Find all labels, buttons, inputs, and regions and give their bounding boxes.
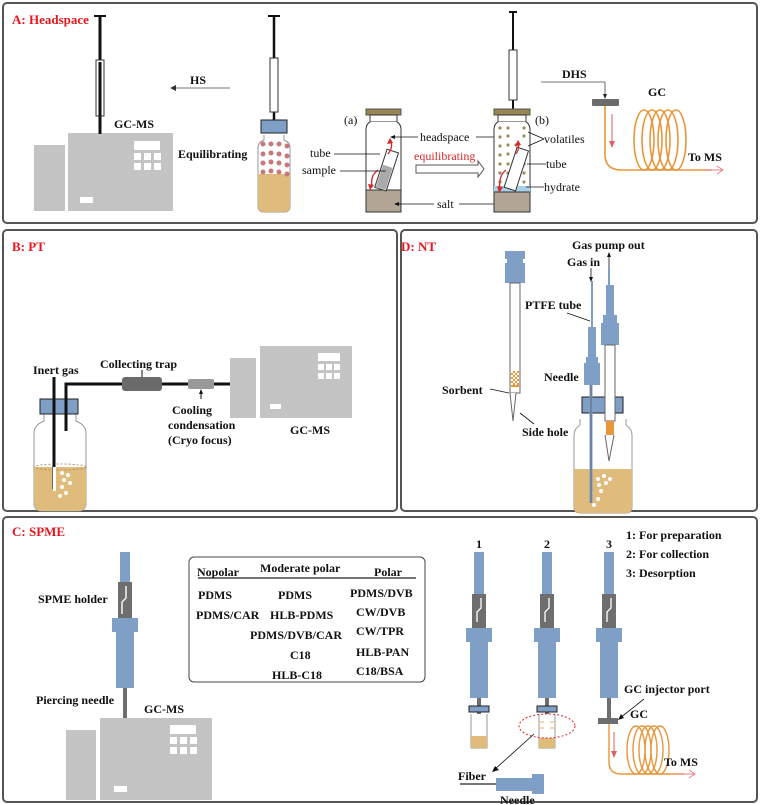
cooling-label-1: Cooling: [172, 403, 212, 417]
gc-label: GC: [648, 85, 666, 99]
hs-arrowhead-icon: [170, 85, 176, 91]
syringe-icon: [94, 15, 106, 134]
collecting-trap-label: Collecting trap: [100, 357, 177, 371]
salt-label: salt: [437, 197, 454, 211]
headspace-diagram: GC-MS HS Equilibrating: [34, 11, 724, 213]
spme-step-2-icon: [518, 552, 576, 749]
ptfe-tube-label: PTFE tube: [525, 298, 582, 312]
gc-injector-port-label: GC injector port: [624, 682, 710, 696]
collecting-trap-icon: [122, 377, 162, 391]
tube-label-left: tube: [310, 146, 331, 160]
gas-in-needle: [584, 281, 600, 503]
gas-pump-out-label: Gas pump out: [572, 238, 645, 252]
vial-b: [493, 11, 531, 213]
nt-vial: [573, 396, 633, 514]
fiber-label: Fiber: [458, 769, 487, 783]
to-ms-label: To MS: [664, 755, 698, 769]
sorbent-label: Sorbent: [442, 383, 483, 397]
panel-c-spme: C: SPME SPME holder Piercing needle GC-M…: [2, 516, 758, 805]
purge-trap-diagram: Inert gas Collecting trap Cooling conden…: [33, 346, 352, 512]
panel-a-title: A: Headspace: [12, 12, 89, 27]
purge-vial: [33, 377, 87, 512]
dhs-injector-icon: [592, 99, 619, 106]
piercing-needle-label: Piercing needle: [36, 693, 115, 707]
gcms-label: GC-MS: [114, 117, 154, 131]
table-header-nopolar: Nopolar: [197, 565, 240, 579]
cooling-trap-icon: [188, 379, 214, 389]
panel-b-pt: B: PT Inert gas Collecting trap Cooling …: [2, 229, 398, 512]
spme-step-3-icon: [596, 552, 622, 724]
step-3-number: 3: [606, 537, 612, 551]
polar-item: C18/BSA: [356, 664, 404, 678]
gas-in-label: Gas in: [567, 255, 600, 269]
gc-column-coil-icon: [604, 106, 712, 171]
spme-holder-label: SPME holder: [38, 592, 108, 606]
hydrate-label: hydrate: [544, 180, 580, 194]
legend-1: 1: For preparation: [626, 528, 722, 542]
needle-trap-diagram: Sorbent Side hole: [442, 238, 645, 514]
legend-2: 2: For collection: [626, 547, 709, 561]
tube-label-right: tube: [546, 157, 567, 171]
vial-a-label: (a): [344, 113, 357, 127]
fiber-needle-detail-icon: [460, 774, 544, 794]
step-1-number: 1: [476, 537, 482, 551]
gcms-instrument: [66, 718, 212, 800]
nopolar-item: PDMS: [198, 588, 232, 602]
nopolar-item: PDMS/CAR: [196, 608, 260, 622]
gcms-instrument: [230, 346, 352, 418]
moderate-item: PDMS: [278, 588, 312, 602]
panel-b-title: B: PT: [12, 239, 45, 254]
panel-c-title: C: SPME: [12, 524, 66, 539]
needle-trap-icon: [505, 251, 525, 422]
cooling-label-2: condensation: [168, 418, 236, 432]
polar-item: PDMS/DVB: [350, 586, 413, 600]
needle-label: Needle: [500, 793, 535, 805]
moderate-item: PDMS/DVB/CAR: [250, 628, 342, 642]
table-header-polar: Polar: [374, 565, 403, 579]
side-hole-label: Side hole: [522, 425, 569, 439]
hs-label: HS: [190, 73, 206, 87]
vial-a: [365, 108, 402, 213]
headspace-label: headspace: [420, 130, 469, 144]
spme-step-1-icon: [466, 552, 492, 749]
step-2-number: 2: [544, 537, 550, 551]
inert-gas-label: Inert gas: [33, 363, 79, 377]
cooling-label-3: (Cryo focus): [168, 433, 232, 447]
moderate-item: C18: [290, 648, 311, 662]
polar-item: HLB-PAN: [356, 645, 409, 659]
equilibrating-arrow-icon: [415, 159, 485, 179]
fiber-coating-table: Nopolar Moderate polar Polar PDMS PDMS/C…: [188, 556, 426, 683]
gcms-label: GC-MS: [144, 702, 184, 716]
panel-d-nt: D: NT Sorbent Side hole: [400, 229, 758, 514]
gas-out-needle-trap: [601, 267, 619, 462]
spme-diagram: SPME holder Piercing needle GC-MS Nopola…: [36, 528, 722, 805]
table-header-moderate: Moderate polar: [260, 561, 341, 575]
vial-b-label: (b): [535, 113, 549, 127]
polar-item: CW/TPR: [356, 624, 404, 638]
panel-d-title: D: NT: [401, 239, 437, 254]
moderate-item: HLB-PDMS: [270, 608, 334, 622]
needle-label: Needle: [544, 370, 579, 384]
equilibrating-arrow-label: equilibrating: [414, 149, 475, 163]
dhs-label: DHS: [562, 67, 587, 81]
transfer-line: [64, 382, 230, 386]
to-ms-label: To MS: [688, 150, 722, 164]
gcms-instrument: [34, 133, 173, 211]
gc-label: GC: [630, 707, 648, 721]
sample-label: sample: [302, 163, 336, 177]
moderate-item: HLB-C18: [272, 668, 322, 682]
spme-holder-icon: [112, 552, 138, 720]
panel-a-headspace: A: Headspace GC-MS HS Equilibrating: [2, 2, 758, 224]
polar-item: CW/DVB: [356, 605, 405, 619]
legend-3: 3: Desorption: [626, 566, 696, 580]
volatiles-label: volatiles: [544, 132, 585, 146]
gc-column-coil-icon: [608, 724, 684, 775]
equilibrating-vial: [257, 15, 291, 213]
gcms-label: GC-MS: [290, 423, 330, 437]
equilibrating-label: Equilibrating: [178, 147, 247, 161]
